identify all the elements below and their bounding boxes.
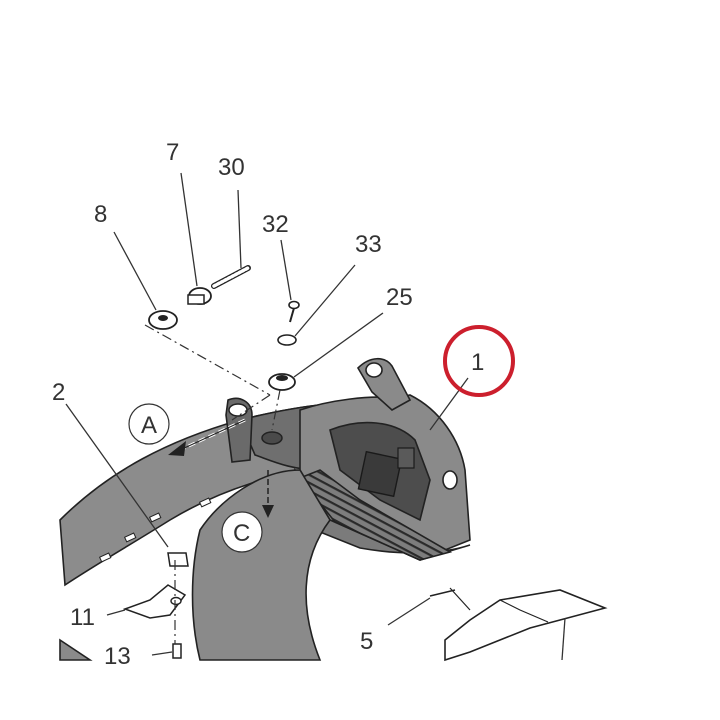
callout-25: 25: [386, 284, 413, 311]
screw-part-13: [172, 643, 182, 659]
lower-right-panel: [429, 587, 608, 662]
callout-8: 8: [94, 201, 107, 228]
callout-11: 11: [70, 604, 95, 631]
fastener-30-bolt: [211, 265, 251, 289]
callout-7: 7: [166, 139, 179, 166]
callout-13: 13: [104, 643, 131, 670]
fastener-33-washer: [277, 334, 297, 346]
fastener-7-spacer: [187, 287, 212, 305]
callout-33: 33: [355, 231, 382, 258]
leader-lines: [65, 172, 566, 661]
view-c-arrow: [262, 470, 274, 518]
callout-2: 2: [52, 379, 65, 406]
view-marker-a: A: [128, 403, 170, 445]
callout-1: 1: [471, 349, 484, 376]
view-a-arrow: [168, 418, 246, 456]
callout-5: 5: [360, 628, 373, 655]
highlighted-callout-1: 1: [443, 325, 515, 397]
bracket-part-11: [122, 584, 187, 619]
view-marker-a-label: A: [141, 412, 157, 439]
clip-part-2: [167, 552, 189, 567]
callout-labels: 7 30 8 32 33 25 2 11 13 5: [52, 139, 413, 670]
view-marker-c-label: C: [233, 520, 250, 547]
callout-32: 32: [262, 211, 289, 238]
fastener-32-screw: [288, 300, 300, 323]
fastener-8-washer: [148, 310, 178, 330]
fairing-body: [59, 357, 471, 661]
callout-30: 30: [218, 154, 245, 181]
view-marker-c: C: [221, 511, 263, 553]
fastener-25-grommet: [268, 373, 296, 391]
